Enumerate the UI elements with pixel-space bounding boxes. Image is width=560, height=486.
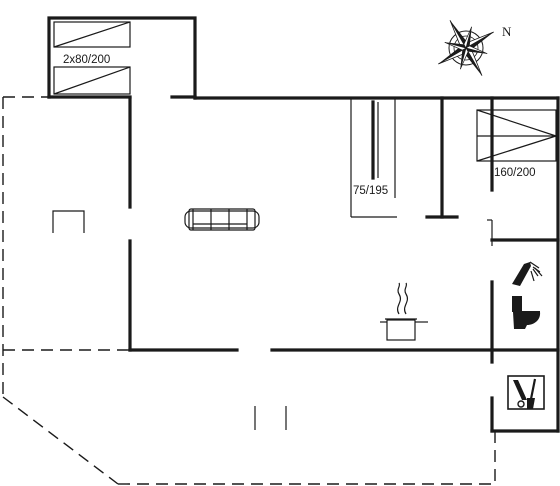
bed-75-label: 75/195 [353, 185, 388, 197]
bed-2x80: 2x80/200 [53, 21, 131, 95]
bed-160: 160/200 [476, 109, 557, 179]
compass-north-label: N [502, 24, 512, 39]
bed-2x80-label: 2x80/200 [63, 54, 110, 66]
columns [254, 406, 287, 430]
toilet-icon [512, 296, 541, 329]
sofa-icon [184, 208, 260, 231]
table-icon [52, 210, 85, 233]
terrace-outline [2, 96, 496, 485]
bed-75: 75/195 [353, 185, 388, 197]
cooking-pot-icon [380, 282, 428, 341]
walls [47, 16, 560, 433]
compass-rose-icon [438, 20, 494, 76]
shower-icon [512, 261, 543, 286]
cleaning-tools-icon [507, 375, 545, 410]
bed-160-label: 160/200 [494, 167, 536, 179]
